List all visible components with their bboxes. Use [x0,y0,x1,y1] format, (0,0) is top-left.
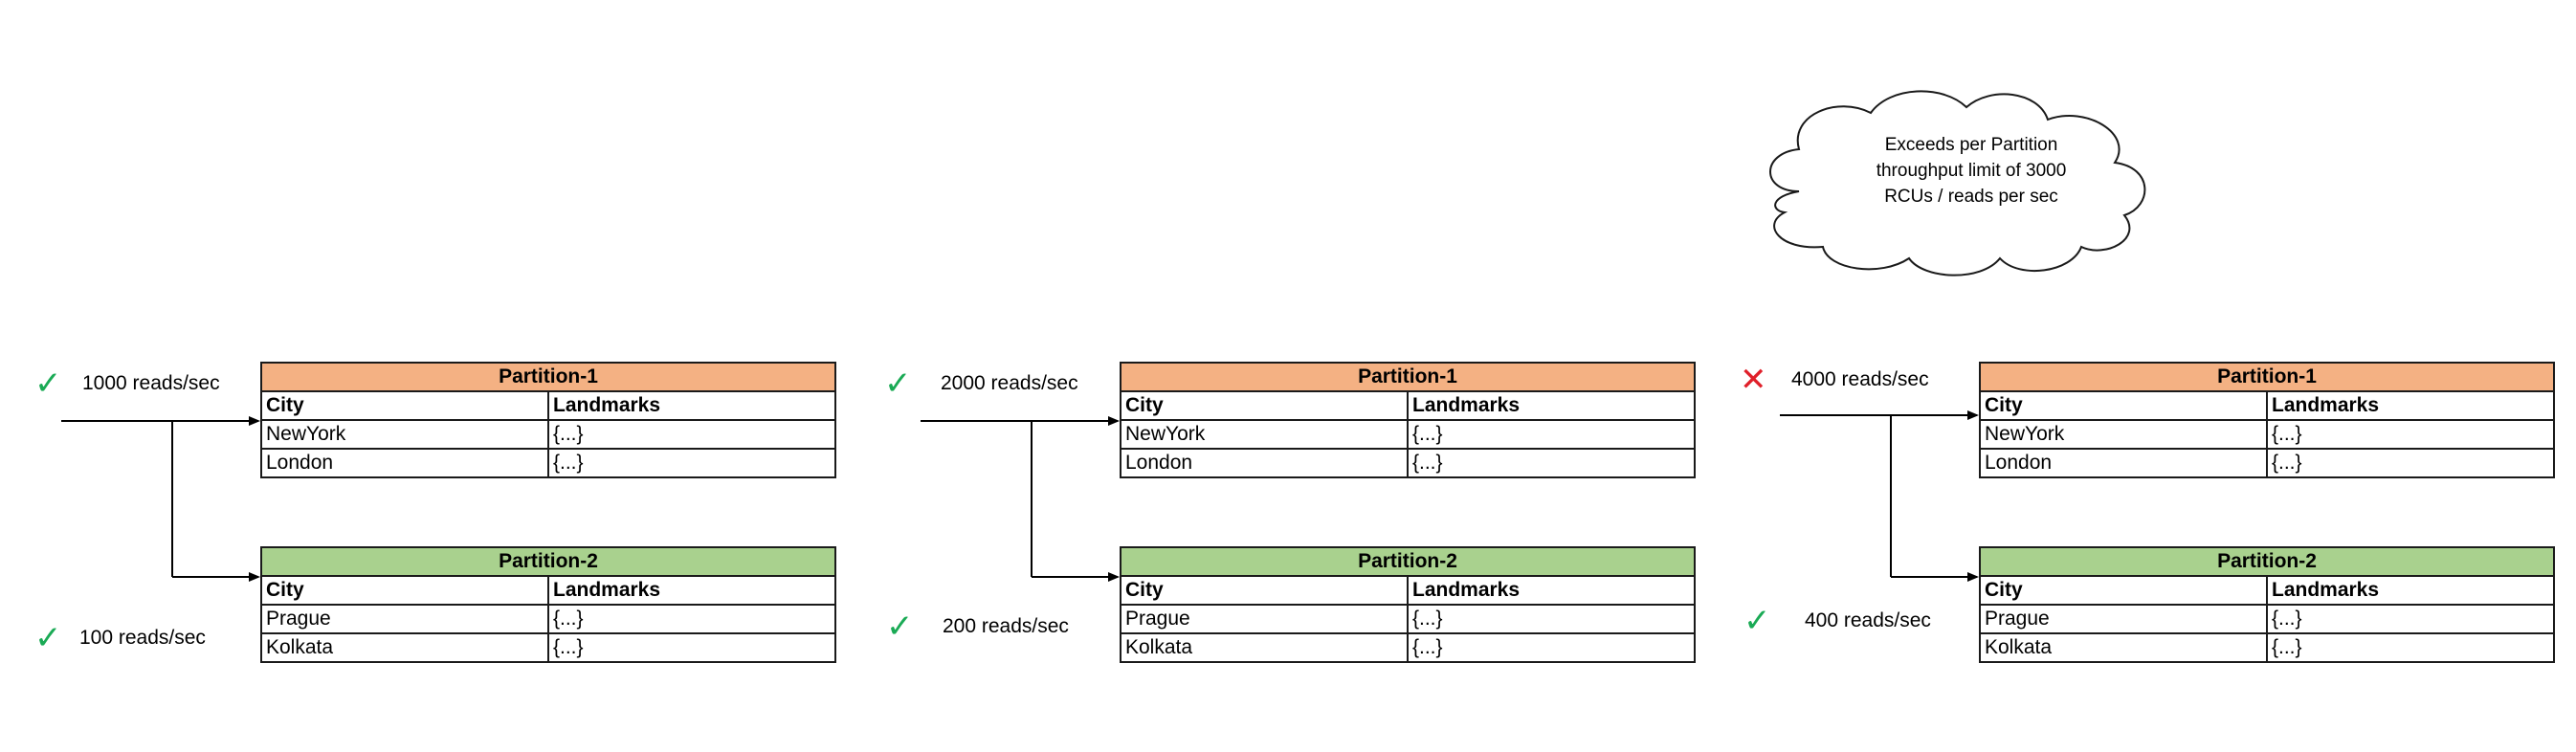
landmarks-cell: {...} [547,419,836,450]
partition-2-read-rate: 100 reads/sec [79,627,206,649]
table-row: London{...} [1120,448,1696,478]
column-header-landmarks: Landmarks [547,575,836,606]
table-row: Prague{...} [260,604,836,634]
city-cell: Kolkata [260,632,549,663]
partition-title: Partition-1 [1120,362,1696,392]
partition-2-read-rate: 200 reads/sec [943,615,1069,637]
column-header-landmarks: Landmarks [547,390,836,421]
table-row: Prague{...} [1979,604,2555,634]
city-cell: NewYork [1120,419,1409,450]
city-cell: London [1979,448,2268,478]
check-icon: ✓ [34,365,62,402]
check-icon: ✓ [34,620,62,656]
table-row: NewYork{...} [260,419,836,450]
landmarks-cell: {...} [2266,448,2555,478]
column-header-city: City [1979,390,2268,421]
column-header-landmarks: Landmarks [2266,575,2555,606]
city-cell: Prague [1120,604,1409,634]
landmarks-cell: {...} [1407,632,1696,663]
landmarks-cell: {...} [2266,419,2555,450]
landmarks-cell: {...} [1407,419,1696,450]
city-cell: Kolkata [1120,632,1409,663]
cloud-callout-text: Exceeds per Partition throughput limit o… [1876,135,2067,207]
column-header-landmarks: Landmarks [2266,390,2555,421]
check-icon: ✓ [1743,603,1771,639]
column-header-city: City [1979,575,2268,606]
partition-1-read-rate: 1000 reads/sec [82,372,220,394]
partition-2-read-rate: 400 reads/sec [1805,609,1931,631]
partition-title: Partition-1 [260,362,836,392]
landmarks-cell: {...} [1407,604,1696,634]
check-icon: ✓ [884,365,912,402]
table-row: Prague{...} [1120,604,1696,634]
check-icon: ✓ [886,608,914,645]
column-header-city: City [260,390,549,421]
partition-title: Partition-1 [1979,362,2555,392]
table-row: NewYork{...} [1120,419,1696,450]
cross-icon: ✕ [1740,362,1767,398]
column-header-landmarks: Landmarks [1407,390,1696,421]
column-header-city: City [1120,390,1409,421]
landmarks-cell: {...} [2266,632,2555,663]
landmarks-cell: {...} [547,604,836,634]
column-header-city: City [1120,575,1409,606]
city-cell: Prague [260,604,549,634]
table-row: NewYork{...} [1979,419,2555,450]
city-cell: Kolkata [1979,632,2268,663]
table-row: London{...} [260,448,836,478]
table-row: Kolkata{...} [260,632,836,663]
partition-title: Partition-2 [1979,546,2555,577]
city-cell: London [260,448,549,478]
landmarks-cell: {...} [2266,604,2555,634]
cloud-shape [1769,90,2146,276]
table-row: Kolkata{...} [1979,632,2555,663]
table-row: London{...} [1979,448,2555,478]
landmarks-cell: {...} [547,632,836,663]
partition-title: Partition-2 [260,546,836,577]
landmarks-cell: {...} [547,448,836,478]
partition-1-read-rate: 4000 reads/sec [1791,368,1929,390]
landmarks-cell: {...} [1407,448,1696,478]
city-cell: London [1120,448,1409,478]
column-header-landmarks: Landmarks [1407,575,1696,606]
column-header-city: City [260,575,549,606]
table-row: Kolkata{...} [1120,632,1696,663]
city-cell: NewYork [260,419,549,450]
city-cell: NewYork [1979,419,2268,450]
partition-title: Partition-2 [1120,546,1696,577]
partition-1-read-rate: 2000 reads/sec [941,372,1078,394]
city-cell: Prague [1979,604,2268,634]
